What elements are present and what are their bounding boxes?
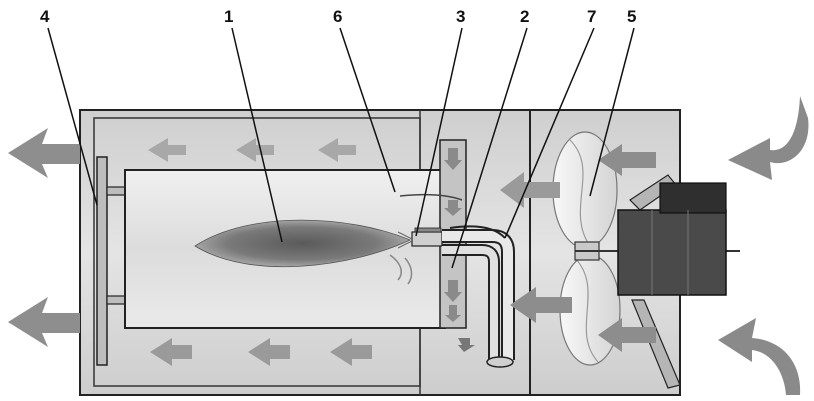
internal-airflow-arrow-icon [444, 280, 462, 302]
leader-line-6 [339, 27, 396, 193]
internal-airflow-arrow-icon [458, 338, 475, 352]
internal-airflow-arrow-icon [148, 138, 186, 162]
spray-line [397, 231, 413, 240]
air-intake-arrow-icon [728, 96, 809, 180]
spray-line [397, 240, 413, 249]
fuel-pipe-inner [442, 231, 513, 360]
pipe-inlet [486, 356, 514, 368]
fan-blade-upper-fold [569, 139, 591, 247]
internal-airflow-arrow-icon [598, 144, 656, 176]
callout-2: 2 [520, 7, 529, 26]
callout-6: 6 [333, 7, 342, 26]
fuel-pipe-second-inner [442, 246, 498, 360]
motor-icon [617, 209, 727, 296]
callout-3: 3 [456, 7, 465, 26]
internal-airflow-arrow-icon [500, 172, 560, 208]
fan-blade-upper [552, 131, 618, 249]
fuel-line [449, 225, 506, 239]
callout-7: 7 [587, 7, 596, 26]
callout-4: 4 [40, 7, 50, 26]
internal-airflow-arrow-icon [330, 338, 372, 366]
motor-bracket-lower [631, 299, 681, 389]
internal-airflow-arrow-icon [445, 305, 461, 322]
callout-1: 1 [224, 7, 233, 26]
internal-airflow-arrow-icon [444, 200, 462, 216]
leader-line-2 [451, 27, 528, 269]
air-outflow-arrow-icon [8, 128, 80, 178]
internal-airflow-arrow-icon [150, 338, 192, 366]
internal-airflow-arrow-icon [248, 338, 290, 366]
callout-5: 5 [627, 7, 636, 26]
air-outflow-arrow-icon [8, 297, 80, 347]
internal-airflow-arrow-icon [318, 138, 356, 162]
leader-line-1 [231, 27, 283, 243]
air-intake-arrow-icon [718, 318, 801, 395]
sensor-wire [399, 193, 463, 201]
internal-airflow-arrow-icon [236, 138, 274, 162]
leader-line-3 [415, 27, 463, 237]
leader-line-7 [504, 27, 595, 239]
motor-top [659, 182, 727, 214]
leader-line-4 [47, 27, 98, 206]
fan-blade-lower-fold [574, 257, 599, 363]
electrode [414, 227, 442, 233]
internal-airflow-arrow-icon [444, 148, 462, 170]
flame-tongue-icon [389, 254, 413, 285]
end-plate [96, 156, 108, 366]
internal-airflow-arrow-icon [510, 287, 572, 323]
leader-line-5 [589, 27, 635, 197]
internal-airflow-arrow-icon [598, 318, 656, 352]
flame-icon [194, 219, 411, 268]
